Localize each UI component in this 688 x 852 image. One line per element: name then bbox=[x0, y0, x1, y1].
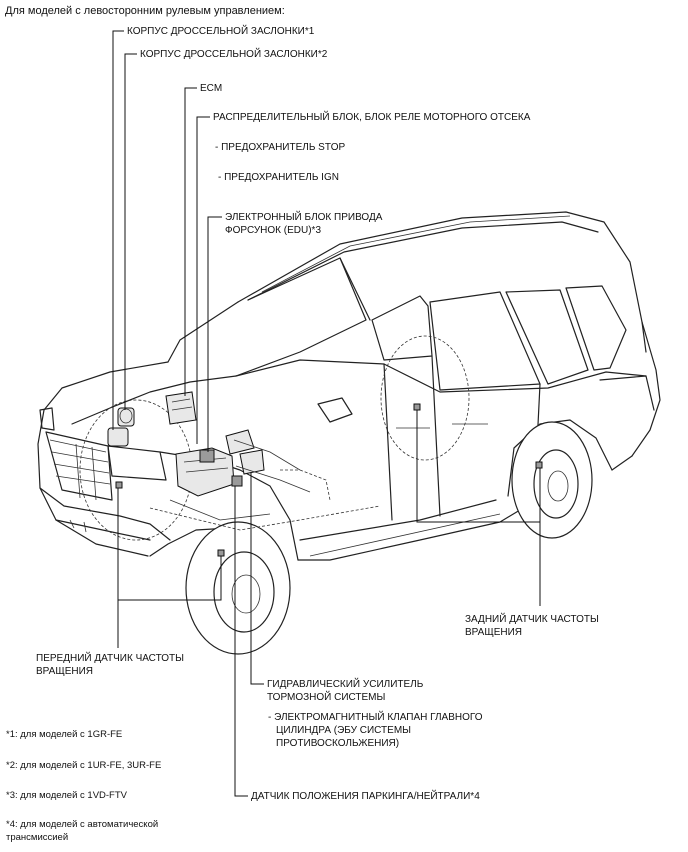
diagram-heading: Для моделей с левосторонним рулевым упра… bbox=[5, 5, 285, 17]
label-fuse-stop: - ПРЕДОХРАНИТЕЛЬ STOP bbox=[215, 142, 346, 153]
brake-booster-part bbox=[239, 449, 265, 475]
label-brake-booster-line2: ТОРМОЗНОЙ СИСТЕМЫ bbox=[267, 692, 386, 703]
park-neutral-switch-part bbox=[231, 475, 243, 487]
front-sensor-right-part bbox=[217, 549, 225, 557]
throttle-body-2-part bbox=[107, 427, 129, 447]
label-front-sensor-line2: ВРАЩЕНИЯ bbox=[36, 666, 94, 677]
footnote-1: *1: для моделей с 1GR-FE bbox=[6, 729, 123, 740]
label-throttle-body-1: КОРПУС ДРОССЕЛЬНОЙ ЗАСЛОНКИ*1 bbox=[127, 26, 315, 37]
label-edu-line1: ЭЛЕКТРОННЫЙ БЛОК ПРИВОДА bbox=[225, 212, 383, 223]
label-fuse-ign: - ПРЕДОХРАНИТЕЛЬ IGN bbox=[218, 172, 339, 183]
label-rear-sensor-line1: ЗАДНИЙ ДАТЧИК ЧАСТОТЫ bbox=[465, 614, 599, 625]
label-park-neutral: ДАТЧИК ПОЛОЖЕНИЯ ПАРКИНГА/НЕЙТРАЛИ*4 bbox=[251, 791, 480, 802]
label-valve-line1: - ЭЛЕКТРОМАГНИТНЫЙ КЛАПАН ГЛАВНОГО bbox=[268, 712, 483, 723]
label-valve-line3: ПРОТИВОСКОЛЬЖЕНИЯ) bbox=[276, 738, 400, 749]
label-valve-line2: ЦИЛИНДРА (ЭБУ СИСТЕМЫ bbox=[276, 725, 412, 736]
front-sensor-left-part bbox=[115, 481, 123, 489]
edu-part bbox=[199, 449, 215, 463]
ecm-part bbox=[165, 391, 197, 425]
label-rear-sensor-line2: ВРАЩЕНИЯ bbox=[465, 627, 523, 638]
callout-leaders bbox=[112, 30, 541, 797]
vehicle-outline bbox=[37, 211, 661, 655]
footnote-3: *3: для моделей с 1VD-FTV bbox=[6, 790, 127, 801]
label-throttle-body-2: КОРПУС ДРОССЕЛЬНОЙ ЗАСЛОНКИ*2 bbox=[140, 49, 328, 60]
engine-bay-components bbox=[107, 391, 543, 557]
label-relay-block: РАСПРЕДЕЛИТЕЛЬНЫЙ БЛОК, БЛОК РЕЛЕ МОТОРН… bbox=[213, 112, 531, 123]
label-edu-line2: ФОРСУНОК (EDU)*3 bbox=[225, 225, 322, 236]
label-front-sensor-line1: ПЕРЕДНИЙ ДАТЧИК ЧАСТОТЫ bbox=[36, 653, 184, 664]
rear-sensor-left-part bbox=[413, 403, 421, 411]
footnote-4-line1: *4: для моделей с автоматической bbox=[6, 819, 159, 830]
footnote-4-line2: трансмиссией bbox=[6, 832, 69, 843]
label-brake-booster-line1: ГИДРАВЛИЧЕСКИЙ УСИЛИТЕЛЬ bbox=[267, 679, 424, 690]
rear-sensor-right-part bbox=[535, 461, 543, 469]
footnote-2: *2: для моделей с 1UR-FE, 3UR-FE bbox=[6, 760, 162, 771]
label-ecm: ECM bbox=[200, 83, 223, 94]
